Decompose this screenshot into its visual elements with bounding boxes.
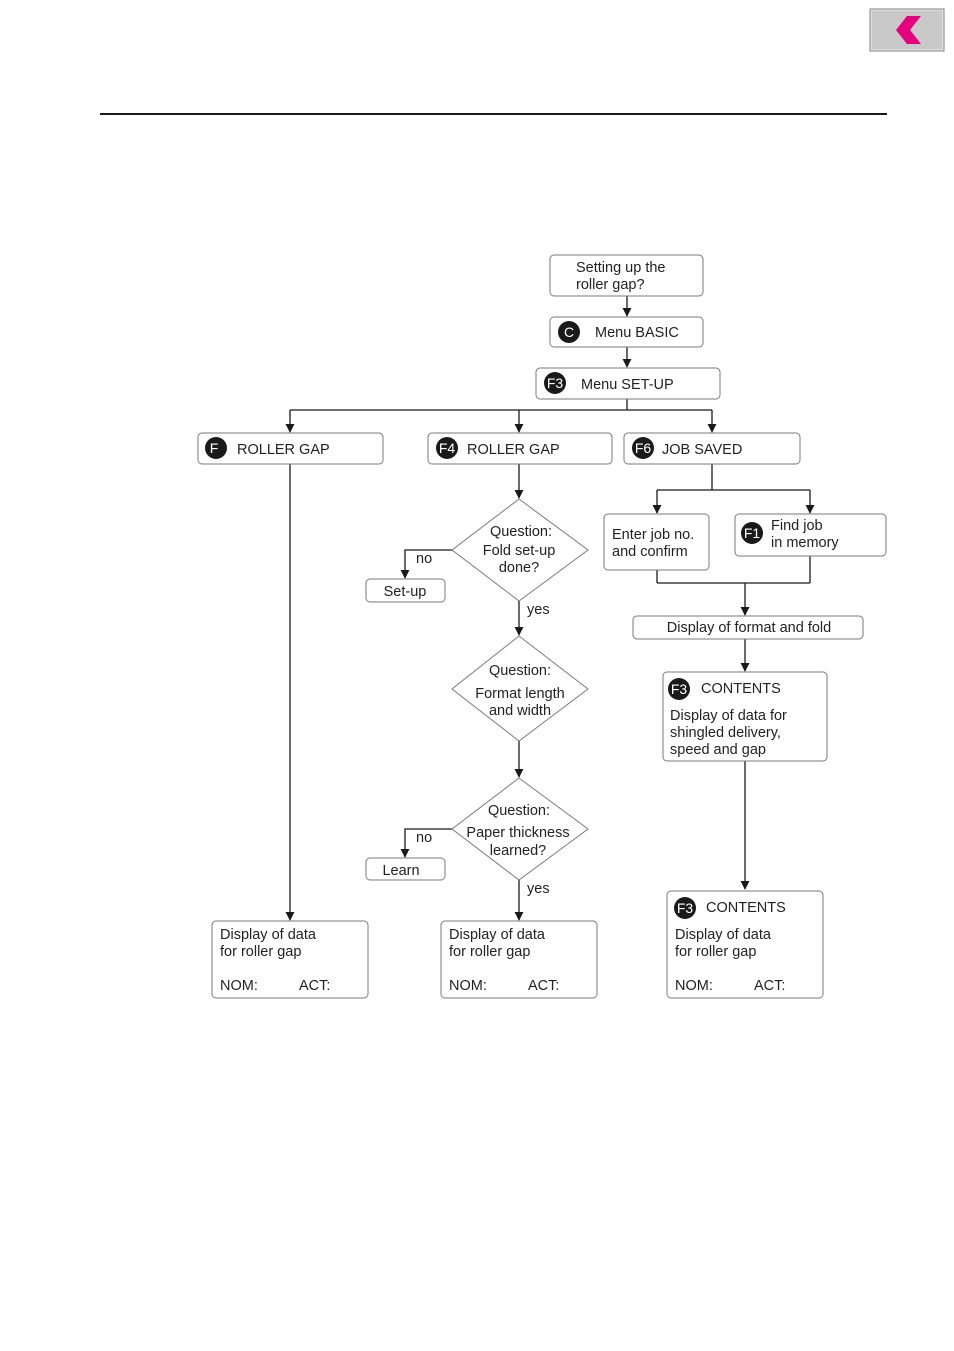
contents1-key: F3 bbox=[671, 681, 688, 697]
q2-line3: and width bbox=[489, 703, 551, 719]
q1-yes-label: yes bbox=[527, 602, 550, 618]
key-f-label: F bbox=[210, 440, 219, 456]
header-rule bbox=[100, 113, 887, 115]
q1-line3: done? bbox=[499, 560, 539, 576]
q2-line1: Question: bbox=[489, 663, 551, 679]
setup-action-label: Set-up bbox=[384, 584, 427, 600]
arrow-q1-no bbox=[400, 549, 452, 579]
left-result-node: Display of data for roller gap NOM: ACT: bbox=[211, 920, 369, 999]
middle-result-line1: Display of data bbox=[449, 927, 546, 943]
enter-job-node: Enter job no. and confirm bbox=[603, 513, 710, 571]
learn-action-label: Learn bbox=[382, 863, 419, 879]
middle-result-act: ACT: bbox=[528, 978, 559, 994]
learn-action-node: Learn bbox=[365, 857, 446, 881]
q1-no-label: no bbox=[416, 551, 432, 567]
key-f4-label: F4 bbox=[439, 440, 456, 456]
arrow-q3-no bbox=[400, 828, 452, 858]
q3-line1: Question: bbox=[488, 803, 550, 819]
contents1-line2: shingled delivery, bbox=[670, 725, 781, 741]
middle-result-line2: for roller gap bbox=[449, 944, 530, 960]
left-result-line1: Display of data bbox=[220, 927, 317, 943]
q1-line1: Question: bbox=[490, 524, 552, 540]
middle-result-nom: NOM: bbox=[449, 978, 487, 994]
contents2-node: F3 CONTENTS Display of data for roller g… bbox=[666, 890, 824, 999]
key-f3-label: F3 bbox=[547, 375, 564, 391]
question-fold-setup: Question: Fold set-up done? bbox=[451, 498, 589, 602]
q1-line2: Fold set-up bbox=[483, 543, 556, 559]
right-branch-label: JOB SAVED bbox=[662, 442, 742, 458]
left-branch-label: ROLLER GAP bbox=[237, 442, 330, 458]
key-f3-icon bbox=[544, 372, 566, 394]
key-f1-icon bbox=[741, 522, 763, 544]
middle-result-node: Display of data for roller gap NOM: ACT: bbox=[440, 920, 598, 999]
contents1-line1: Display of data for bbox=[670, 708, 787, 724]
menu-basic-node: C Menu BASIC bbox=[549, 316, 704, 348]
contents2-line1: Display of data bbox=[675, 927, 772, 943]
q3-line2: Paper thickness bbox=[466, 825, 569, 841]
left-result-nom: NOM: bbox=[220, 978, 258, 994]
start-line2: roller gap? bbox=[576, 277, 645, 293]
contents2-line2: for roller gap bbox=[675, 944, 756, 960]
key-f6-icon bbox=[632, 437, 654, 459]
contents2-act: ACT: bbox=[754, 978, 785, 994]
q2-line2: Format length bbox=[475, 686, 564, 702]
q3-yes-label: yes bbox=[527, 881, 550, 897]
enter-job-line1: Enter job no. bbox=[612, 527, 694, 543]
start-node: Setting up the roller gap? bbox=[549, 254, 704, 297]
menu-setup-label: Menu SET-UP bbox=[581, 377, 674, 393]
find-job-line1: Find job bbox=[771, 518, 823, 534]
menu-setup-node: F3 Menu SET-UP bbox=[535, 367, 721, 400]
key-c-label: C bbox=[564, 324, 574, 340]
find-job-node: F1 Find job in memory bbox=[734, 513, 887, 557]
contents2-title: CONTENTS bbox=[706, 900, 786, 916]
left-branch-node: F ROLLER GAP bbox=[197, 432, 384, 465]
left-result-act: ACT: bbox=[299, 978, 330, 994]
question-paper-thickness: Question: Paper thickness learned? bbox=[451, 777, 589, 881]
contents1-line3: speed and gap bbox=[670, 742, 766, 758]
chevron-left-icon bbox=[869, 8, 945, 52]
key-f4-icon bbox=[436, 437, 458, 459]
q3-line3: learned? bbox=[490, 843, 546, 859]
q3-no-label: no bbox=[416, 830, 432, 846]
connectors bbox=[285, 296, 815, 921]
setup-action-node: Set-up bbox=[365, 578, 446, 603]
contents1-title: CONTENTS bbox=[701, 681, 781, 697]
key-f3-icon bbox=[674, 897, 696, 919]
start-line1: Setting up the bbox=[576, 260, 666, 276]
right-branch-node: F6 JOB SAVED bbox=[623, 432, 801, 465]
menu-basic-label: Menu BASIC bbox=[595, 325, 679, 341]
left-result-line2: for roller gap bbox=[220, 944, 301, 960]
back-button[interactable] bbox=[869, 8, 945, 52]
key-f1-label: F1 bbox=[744, 525, 761, 541]
find-job-line2: in memory bbox=[771, 535, 839, 551]
format-fold-label: Display of format and fold bbox=[667, 620, 831, 636]
middle-branch-label: ROLLER GAP bbox=[467, 442, 560, 458]
middle-branch-node: F4 ROLLER GAP bbox=[427, 432, 613, 465]
question-format: Question: Format length and width bbox=[451, 635, 589, 742]
key-f6-label: F6 bbox=[635, 440, 652, 456]
format-fold-node: Display of format and fold bbox=[632, 615, 864, 640]
key-f-icon bbox=[205, 437, 227, 459]
contents2-key: F3 bbox=[677, 900, 694, 916]
contents1-node: F3 CONTENTS Display of data for shingled… bbox=[662, 671, 828, 762]
enter-job-line2: and confirm bbox=[612, 544, 688, 560]
key-c-icon bbox=[558, 321, 580, 343]
contents2-nom: NOM: bbox=[675, 978, 713, 994]
key-f3-icon bbox=[668, 678, 690, 700]
